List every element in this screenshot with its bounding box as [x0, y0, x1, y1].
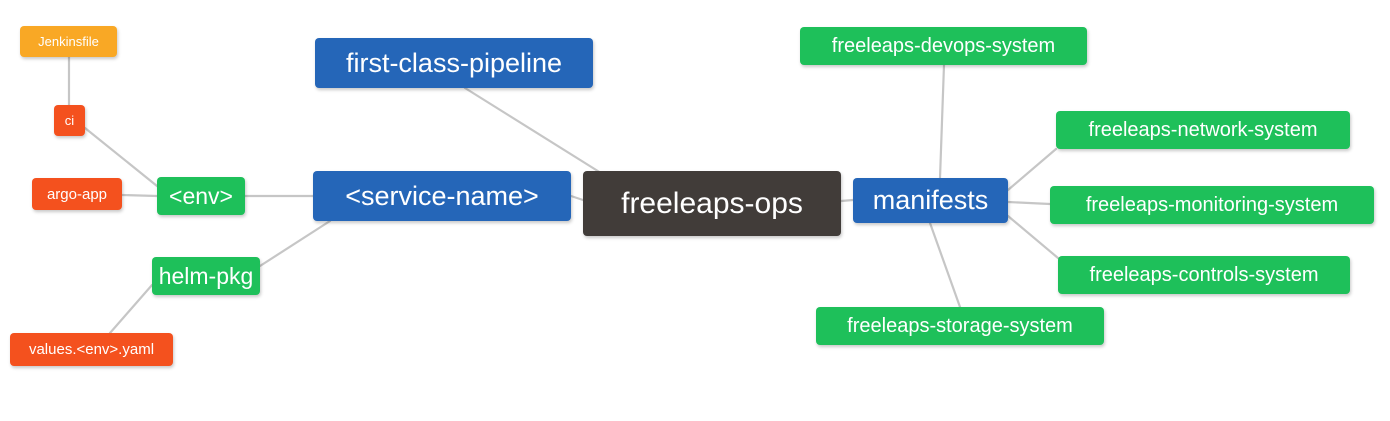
node-label-manifests: manifests [872, 185, 989, 215]
node-label-service-name: <service-name> [345, 180, 539, 211]
node-label-values-env-yaml: values.<env>.yaml [28, 341, 155, 358]
edge-manifests-monitor [1006, 200, 1052, 206]
node-label-freeleaps-monitoring-system: freeleaps-monitoring-system [1085, 194, 1339, 216]
node-freeleaps-controls-system[interactable]: freeleaps-controls-system [1058, 256, 1350, 294]
node-label-jenkinsfile: Jenkinsfile [38, 34, 99, 49]
node-label-freeleaps-network-system: freeleaps-network-system [1088, 119, 1318, 141]
node-label-ci: ci [64, 113, 75, 128]
edge-manifests-devops [938, 63, 946, 180]
node-label-freeleaps-ops: freeleaps-ops [621, 186, 803, 220]
node-label-env: <env> [169, 182, 233, 209]
edge-service-helm [258, 219, 332, 268]
node-freeleaps-ops[interactable]: freeleaps-ops [583, 171, 841, 236]
node-label-freeleaps-storage-system: freeleaps-storage-system [847, 315, 1073, 337]
node-env[interactable]: <env> [157, 177, 245, 215]
node-first-class-pipeline[interactable]: first-class-pipeline [315, 38, 593, 88]
node-label-freeleaps-controls-system: freeleaps-controls-system [1089, 264, 1319, 286]
edge-manifests-storage [928, 221, 962, 309]
node-freeleaps-storage-system[interactable]: freeleaps-storage-system [816, 307, 1104, 345]
node-freeleaps-network-system[interactable]: freeleaps-network-system [1056, 111, 1350, 149]
node-label-freeleaps-devops-system: freeleaps-devops-system [831, 35, 1056, 57]
edge-ops-manifests [839, 198, 855, 203]
edge-helm-values [108, 283, 154, 335]
node-argo-app[interactable]: argo-app [32, 178, 122, 210]
edge-ops-pipeline [463, 86, 603, 175]
node-values-env-yaml[interactable]: values.<env>.yaml [10, 333, 173, 366]
node-manifests[interactable]: manifests [853, 178, 1008, 223]
node-service-name[interactable]: <service-name> [313, 171, 571, 221]
node-helm-pkg[interactable]: helm-pkg [152, 257, 260, 295]
node-label-first-class-pipeline: first-class-pipeline [345, 47, 563, 78]
node-jenkinsfile[interactable]: Jenkinsfile [20, 26, 117, 57]
node-ci[interactable]: ci [54, 105, 85, 136]
node-label-argo-app: argo-app [46, 185, 108, 203]
edge-env-argo [120, 193, 159, 198]
edge-ops-service [569, 194, 585, 202]
node-freeleaps-devops-system[interactable]: freeleaps-devops-system [800, 27, 1087, 65]
node-label-helm-pkg: helm-pkg [158, 262, 254, 289]
edge-manifests-network [1006, 147, 1058, 192]
node-freeleaps-monitoring-system[interactable]: freeleaps-monitoring-system [1050, 186, 1374, 224]
